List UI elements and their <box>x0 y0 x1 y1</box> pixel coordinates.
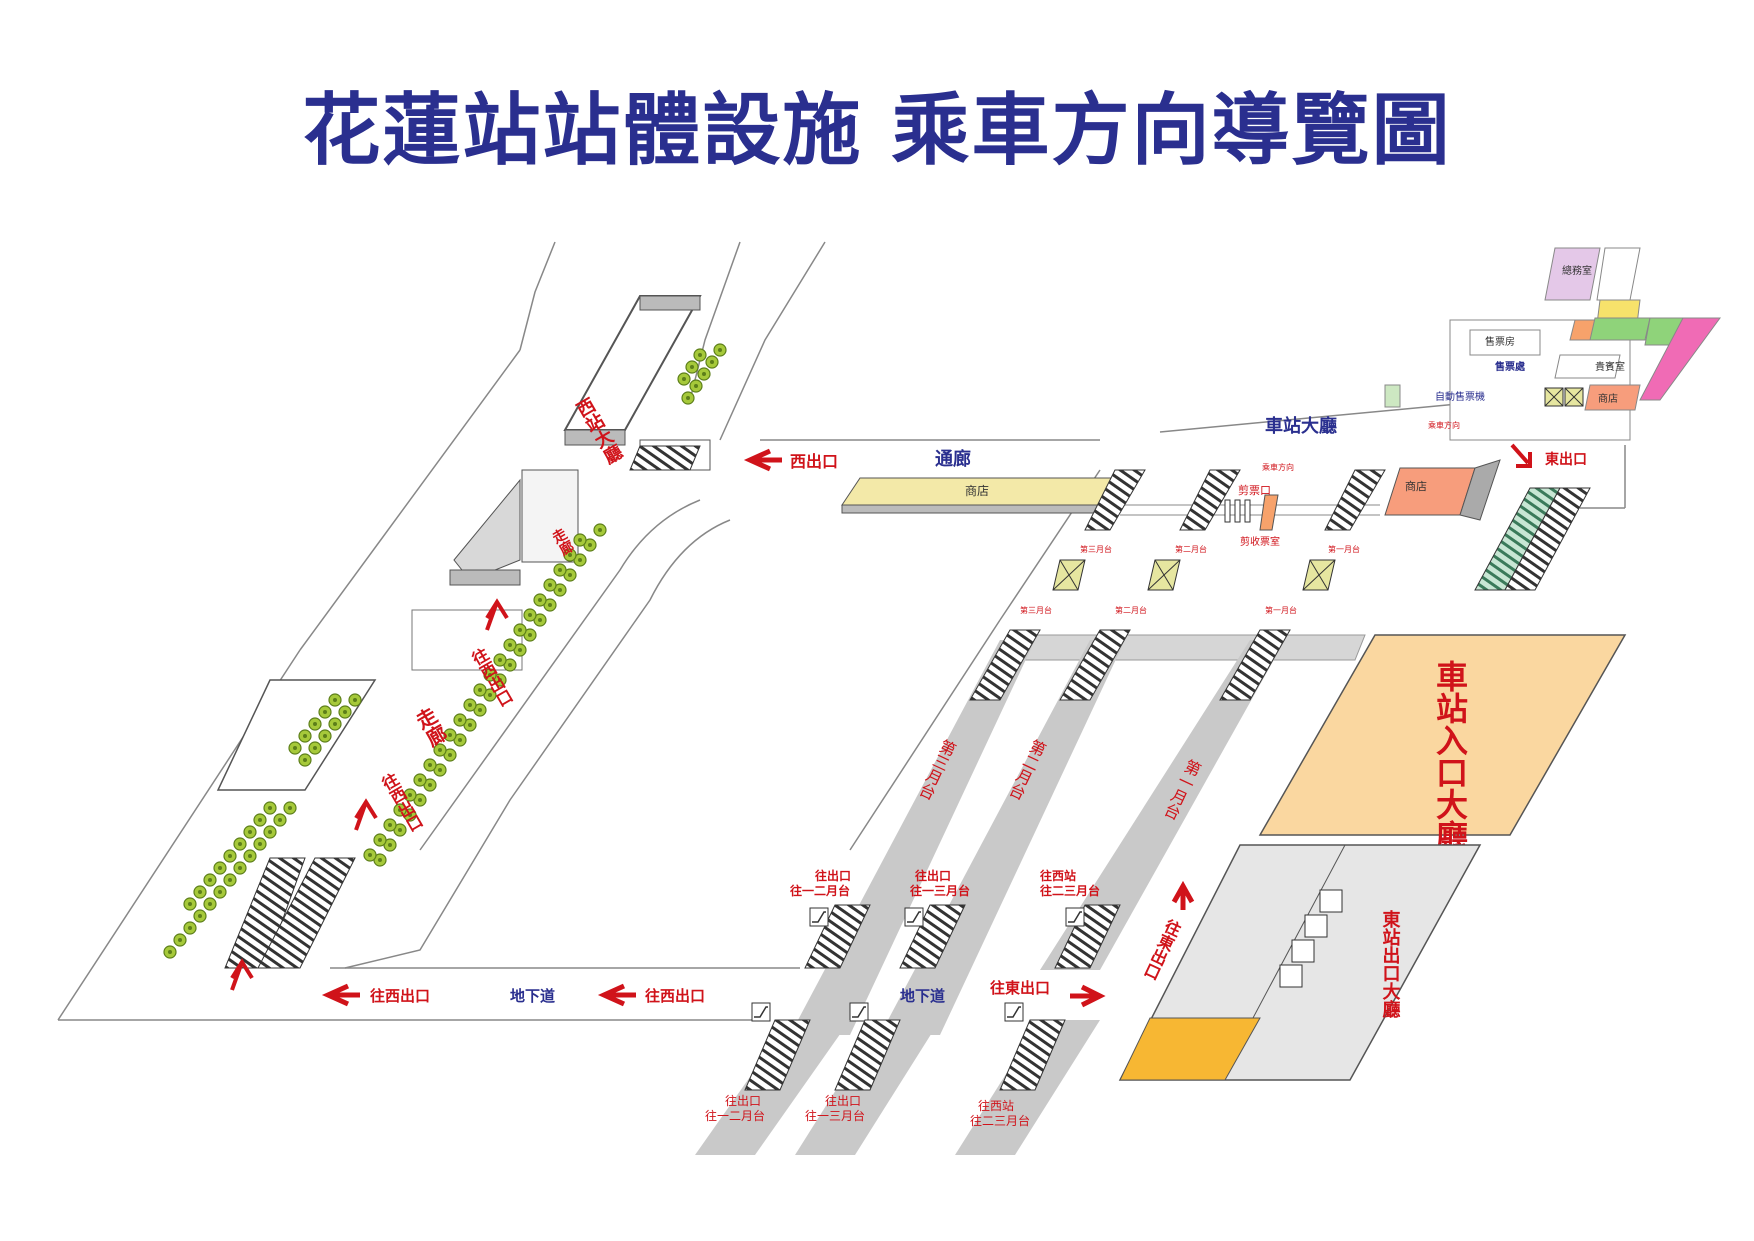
lower-b-line2: 往一三月台 <box>805 1108 865 1123</box>
ticket-collect-label: 剪收票室 <box>1240 535 1280 548</box>
escalator-icon <box>751 1002 771 1022</box>
west-exit-label: 西出口 <box>790 452 838 471</box>
shop-hall-label: 商店 <box>1598 392 1618 405</box>
platform3-top-label: 第三月台 <box>1080 544 1112 554</box>
platform-1 <box>1040 640 1285 970</box>
to-west-exit-a-label: 往西出口 <box>370 987 430 1005</box>
east-exit-label: 東出口 <box>1545 451 1587 468</box>
exit-hall-label: 東站出口大廳 <box>1380 909 1401 1019</box>
upper-escalators <box>1084 469 1386 531</box>
lower-b-line1: 往出口 <box>825 1093 861 1108</box>
entrance-hall <box>1258 634 1627 836</box>
lower-a-line2: 往一二月台 <box>705 1108 765 1123</box>
platform3-mid-label: 第三月台 <box>1020 605 1052 615</box>
elevator-icon <box>1564 387 1584 407</box>
mid-crossbar <box>1019 634 1366 661</box>
escalator-icon <box>1065 907 1085 927</box>
corridor-label-2: 走廊 <box>409 703 451 751</box>
elevator-icon <box>1544 387 1564 407</box>
underpass-label-1: 地下道 <box>510 987 555 1005</box>
gate-barriers <box>1224 499 1251 523</box>
escalator-icon <box>1004 1002 1024 1022</box>
station-hall-building: 總務室 貴賓室 商店 售票房 售票處 自動售票機 乘車方向 <box>1384 247 1721 441</box>
upper-b-line2: 往一三月台 <box>910 883 970 898</box>
arrow-icon <box>354 798 378 831</box>
to-east-exit-h-label: 往東出口 <box>990 979 1050 997</box>
lower-a-line1: 往出口 <box>725 1093 761 1108</box>
ticket-office-label: 售票房 <box>1485 335 1515 348</box>
upper-c-line2: 往二三月台 <box>1040 883 1100 898</box>
upper-c-line1: 往西站 <box>1040 868 1076 883</box>
svg-text:總務室: 總務室 <box>1562 264 1592 277</box>
ticket-gate-label: 剪票口 <box>1238 483 1271 497</box>
vip-room-label: 貴賓室 <box>1595 360 1625 373</box>
auto-ticket-label: 自動售票機 <box>1435 390 1485 403</box>
platform-escalators-mid <box>969 629 1291 701</box>
platform-escalators-low <box>804 904 1121 969</box>
arrow-icon <box>1070 984 1106 1008</box>
shop-east <box>1384 467 1476 516</box>
arrow-icon <box>328 986 360 1004</box>
lower-c-line1: 往西站 <box>978 1098 1014 1113</box>
east-escalators <box>1474 487 1591 591</box>
platform1-top-label: 第一月台 <box>1328 544 1360 554</box>
west-area-outline <box>57 241 1626 1021</box>
pink-room <box>1639 317 1721 401</box>
arrow-icon <box>485 598 509 631</box>
arrow-icon <box>230 958 254 991</box>
lower-c-line2: 往二三月台 <box>970 1113 1030 1128</box>
arrow-icon <box>750 451 782 469</box>
stairs-icon <box>1279 889 1343 988</box>
escalator-icon <box>809 907 829 927</box>
general-affairs-room <box>1544 247 1601 301</box>
ticket-counter-label: 售票處 <box>1495 360 1526 373</box>
lower-escalators <box>744 1019 1066 1091</box>
upper-a-line2: 往一二月台 <box>790 883 850 898</box>
ride-direction-label: 乘車方向 <box>1428 420 1460 430</box>
upper-b-line1: 往出口 <box>915 868 951 883</box>
to-west-exit-b-label: 往西出口 <box>645 987 705 1005</box>
tree-row-upper <box>677 343 727 405</box>
escalator-icon <box>849 1002 869 1022</box>
west-escalators <box>224 445 701 969</box>
platform1-mid-label: 第一月台 <box>1265 605 1297 615</box>
elevator-icon <box>1302 559 1336 591</box>
ticket-collect-room <box>1259 494 1279 531</box>
station-hall-label: 車站大廳 <box>1265 415 1337 437</box>
underpass-label-2: 地下道 <box>900 987 945 1005</box>
elevator-icon <box>1147 559 1181 591</box>
passage-label: 通廊 <box>935 448 971 470</box>
page-title: 花蓮站站體設施 乘車方向導覽圖 <box>302 86 1452 176</box>
exit-hall-orange <box>1119 1017 1261 1081</box>
escalator-icon <box>904 907 924 927</box>
shop-east-label: 商店 <box>1405 479 1427 493</box>
ride-direction-label-2: 乘車方向 <box>1262 462 1294 472</box>
platform2-top-label: 第二月台 <box>1175 544 1207 554</box>
upper-a-line1: 往出口 <box>815 868 851 883</box>
west-building <box>216 295 711 791</box>
arrow-icon <box>1510 443 1532 468</box>
arrow-icon <box>604 986 636 1004</box>
entrance-hall-label: 車站入口大廳 <box>1431 660 1469 853</box>
arrow-icon <box>1171 880 1195 910</box>
shop-passage-label: 商店 <box>965 483 989 498</box>
elevator-icon <box>1052 559 1086 591</box>
platform2-mid-label: 第二月台 <box>1115 605 1147 615</box>
